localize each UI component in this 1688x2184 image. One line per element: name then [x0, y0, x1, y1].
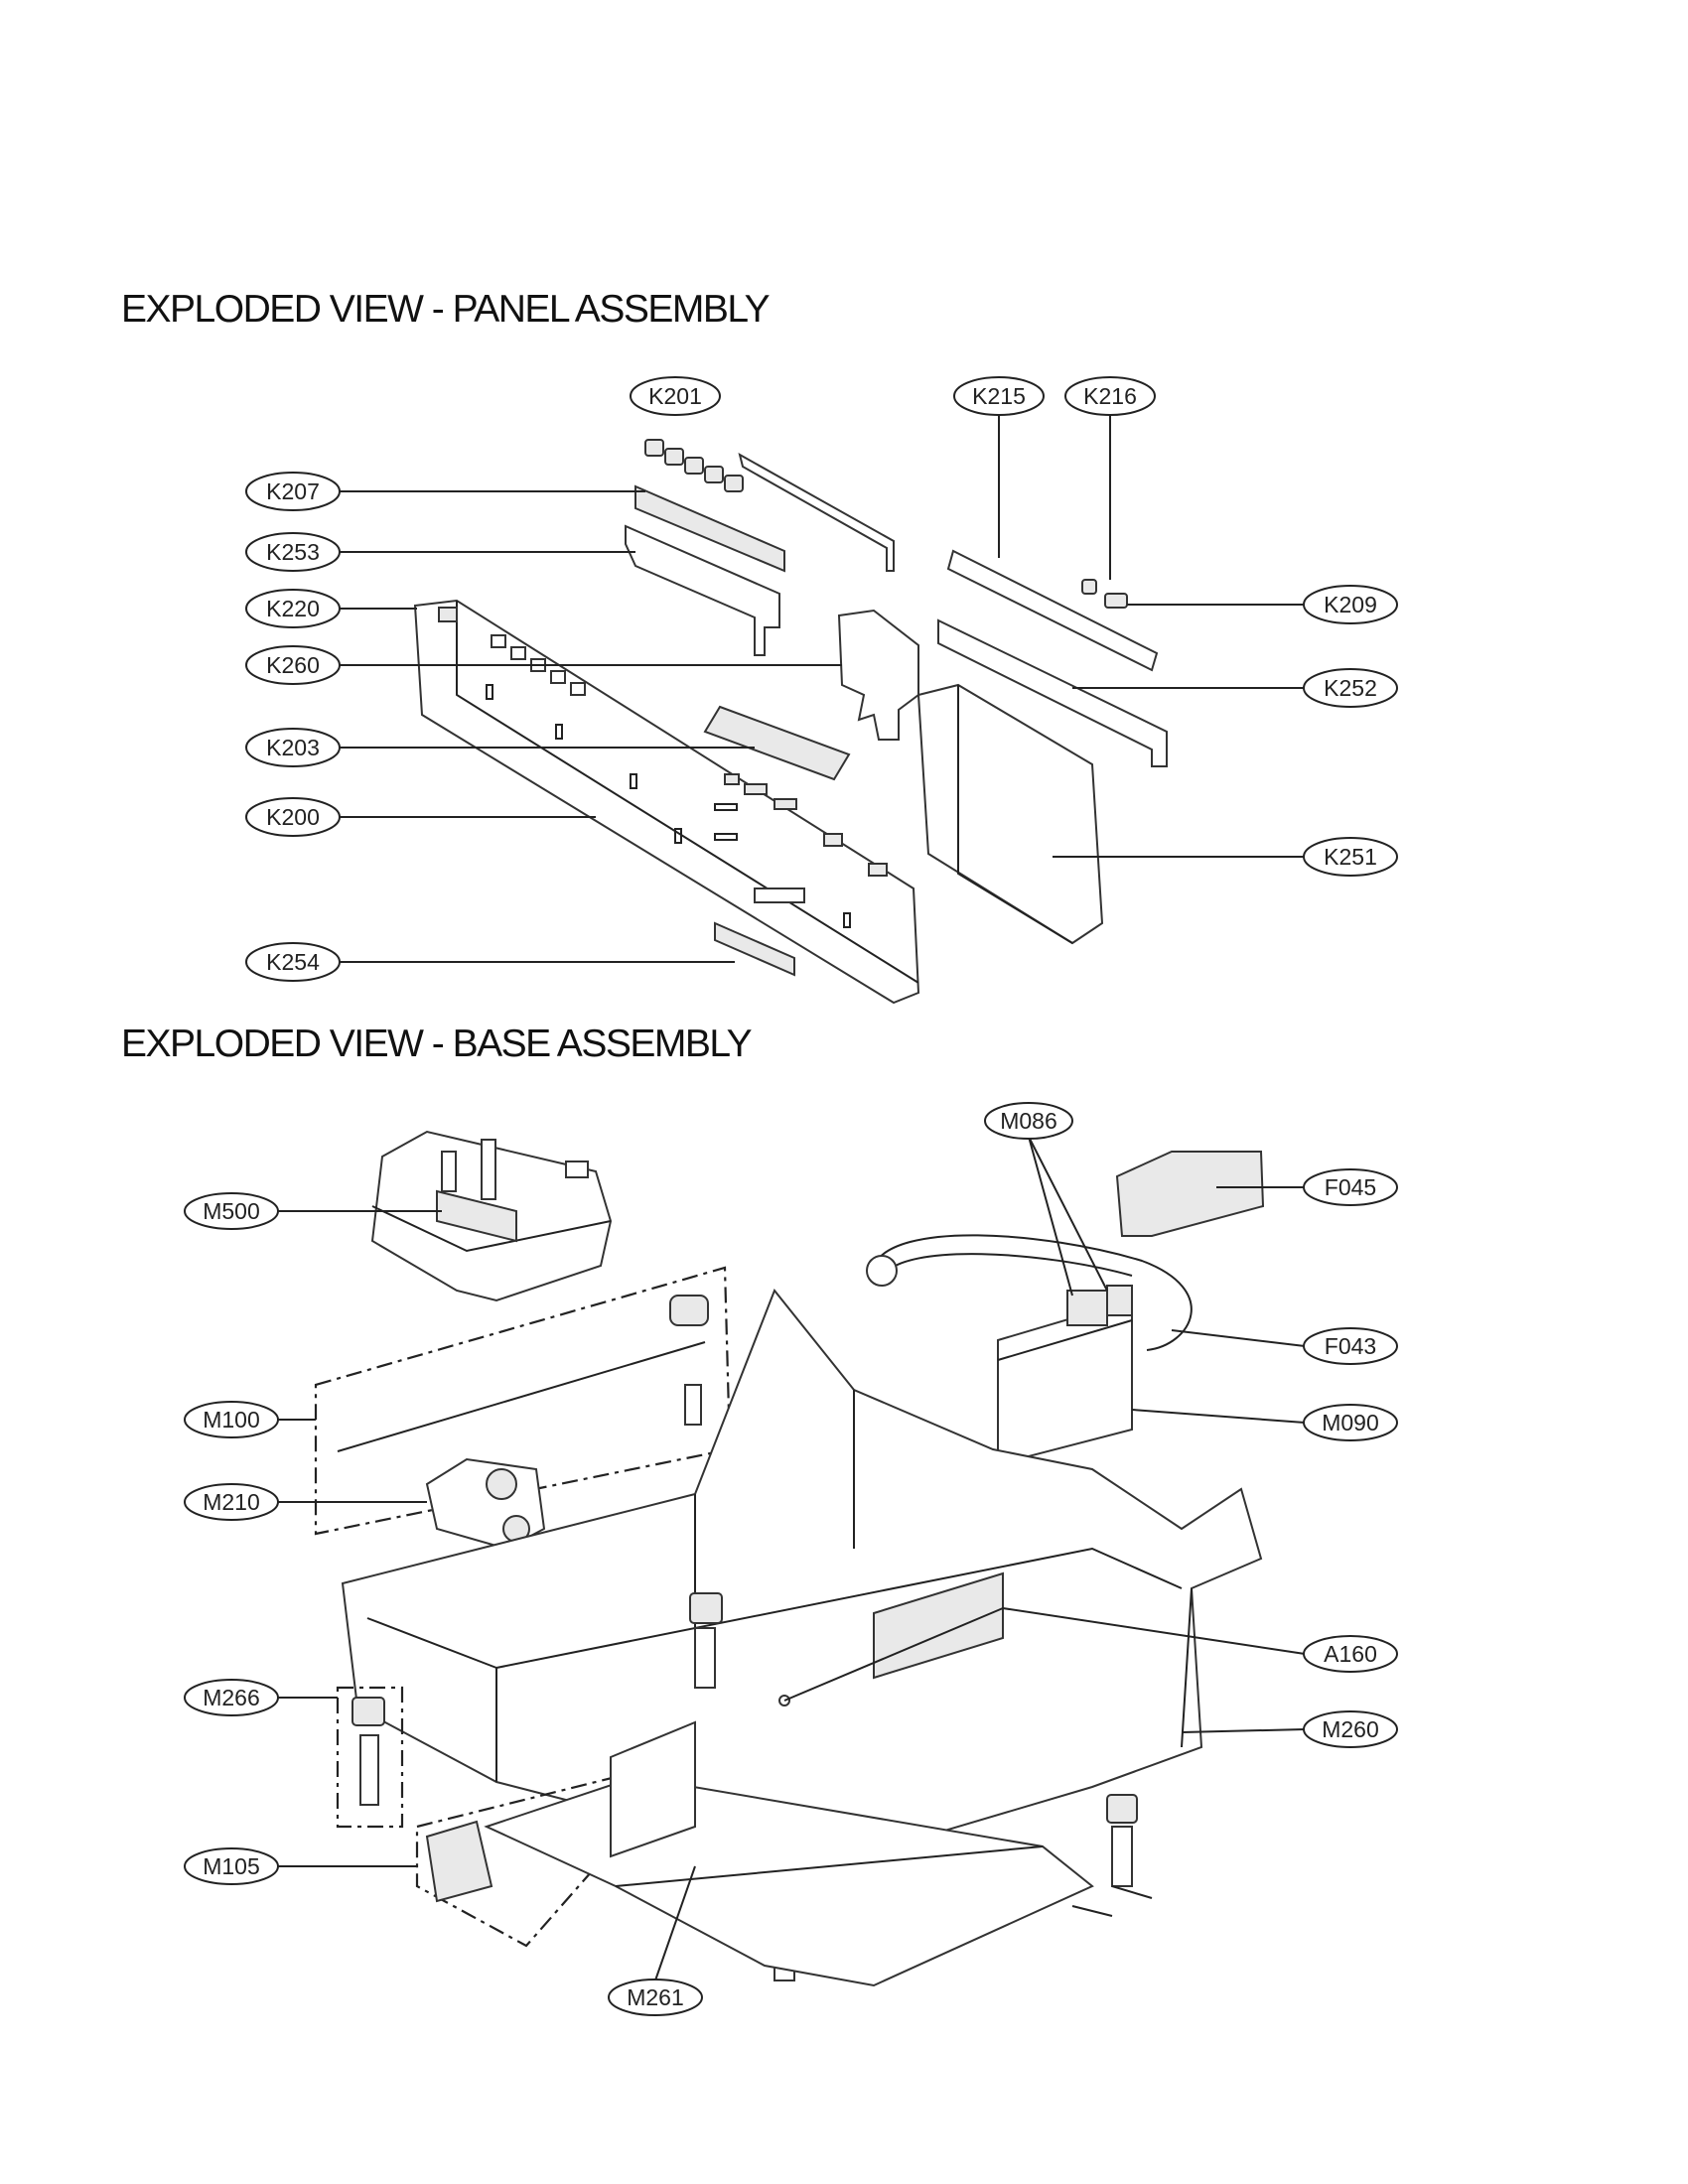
- callout-k209: K209: [1303, 585, 1398, 624]
- callout-m090: M090: [1303, 1404, 1398, 1441]
- part-m100-screw: [684, 1384, 702, 1426]
- callout-m260: M260: [1303, 1710, 1398, 1748]
- callout-k254-label: K254: [266, 949, 320, 975]
- callout-f043: F043: [1303, 1327, 1398, 1365]
- part-m210-valve: [425, 1457, 546, 1551]
- callout-k201: K201: [630, 376, 721, 416]
- callout-m100: M100: [184, 1401, 279, 1438]
- callout-m100-label: M100: [203, 1407, 260, 1433]
- callout-m086-label: M086: [1000, 1108, 1057, 1134]
- callout-k209-label: K209: [1324, 592, 1377, 617]
- part-k253-holder: [625, 524, 780, 656]
- part-k260-bracket: [837, 609, 919, 741]
- part-m090-module: [997, 1285, 1133, 1466]
- callout-m105-label: M105: [203, 1853, 260, 1879]
- part-f043-hose: [873, 1234, 1193, 1351]
- callout-m261: M261: [608, 1979, 703, 2016]
- callout-a160-label: A160: [1324, 1641, 1377, 1667]
- callout-k203: K203: [245, 728, 341, 767]
- callout-k215: K215: [953, 376, 1045, 416]
- callout-m261-label: M261: [627, 1984, 684, 2010]
- part-m105-cover: [425, 1820, 493, 1903]
- part-bracket-strip: [738, 452, 895, 572]
- callout-k203-label: K203: [266, 735, 320, 760]
- part-k252-holder: [937, 618, 1168, 767]
- callout-k215-label: K215: [972, 383, 1026, 409]
- callout-k253: K253: [245, 532, 341, 572]
- part-screw-1: [1071, 1905, 1113, 1917]
- part-m260-base-frame: [341, 1289, 1263, 1868]
- part-k254-clip: [714, 921, 795, 977]
- callout-k252-label: K252: [1324, 675, 1377, 701]
- callout-m260-label: M260: [1322, 1716, 1379, 1742]
- callout-m105: M105: [184, 1847, 279, 1885]
- callout-k216: K216: [1064, 376, 1156, 416]
- callout-k200-label: K200: [266, 804, 320, 830]
- panel-assembly-parts: [413, 439, 1168, 1005]
- callout-k200: K200: [245, 797, 341, 837]
- part-k209-piece: [1104, 593, 1128, 609]
- part-a160: [873, 1571, 1004, 1680]
- callout-m266: M266: [184, 1679, 279, 1716]
- callout-k220: K220: [245, 589, 341, 628]
- part-leveler-foot-1: [689, 1592, 723, 1624]
- callout-k251-label: K251: [1324, 844, 1377, 870]
- part-f045-cover: [1115, 1151, 1265, 1237]
- part-m266-group-outline: [336, 1686, 404, 1829]
- callout-a160: A160: [1303, 1635, 1398, 1673]
- callout-f045-label: F045: [1325, 1174, 1376, 1200]
- part-k201-buttons: [644, 439, 744, 492]
- part-m266-screw: [359, 1734, 379, 1806]
- part-m261-base-plate: [484, 1720, 1094, 1987]
- callout-k254: K254: [245, 942, 341, 982]
- callout-k260-label: K260: [266, 652, 320, 678]
- callout-m086: M086: [984, 1102, 1073, 1140]
- callout-k220-label: K220: [266, 596, 320, 621]
- base-assembly-parts: [314, 1130, 1265, 1987]
- part-m266-cap: [352, 1697, 385, 1726]
- base-callout-leaders: [278, 1136, 1306, 1981]
- base-assembly-heading: EXPLODED VIEW - BASE ASSEMBLY: [121, 1023, 753, 1065]
- part-m500-sump: [370, 1130, 613, 1302]
- part-k207-strip: [634, 484, 785, 573]
- part-k215-strip: [946, 549, 1159, 672]
- callout-k253-label: K253: [266, 539, 320, 565]
- callout-m090-label: M090: [1322, 1410, 1379, 1435]
- callout-f045: F045: [1303, 1168, 1398, 1206]
- part-m100-rod: [337, 1341, 706, 1452]
- callout-k207-label: K207: [266, 478, 320, 504]
- part-m100-coil: [669, 1295, 709, 1326]
- callout-k216-label: K216: [1083, 383, 1137, 409]
- part-m105-group-outline: [415, 1775, 637, 1948]
- callout-m210-label: M210: [203, 1489, 260, 1515]
- callout-k201-label: K201: [648, 383, 702, 409]
- part-leveler-foot-2: [1106, 1794, 1138, 1824]
- callout-k251: K251: [1303, 837, 1398, 877]
- panel-assembly-heading: EXPLODED VIEW - PANEL ASSEMBLY: [121, 288, 771, 331]
- part-k200-main-panel: [413, 599, 920, 1005]
- panel-callout-leaders: [340, 414, 1305, 963]
- callout-m266-label: M266: [203, 1685, 260, 1710]
- part-k216-piece: [1081, 579, 1097, 595]
- part-k203-label: [703, 705, 851, 781]
- part-screw-2: [1111, 1885, 1153, 1899]
- callout-m500-label: M500: [203, 1198, 260, 1224]
- callout-k260: K260: [245, 645, 341, 685]
- callout-f043-label: F043: [1325, 1333, 1376, 1359]
- callout-k207: K207: [245, 472, 341, 511]
- callout-k252: K252: [1303, 668, 1398, 708]
- callout-m210: M210: [184, 1483, 279, 1521]
- callout-m500: M500: [184, 1192, 279, 1230]
